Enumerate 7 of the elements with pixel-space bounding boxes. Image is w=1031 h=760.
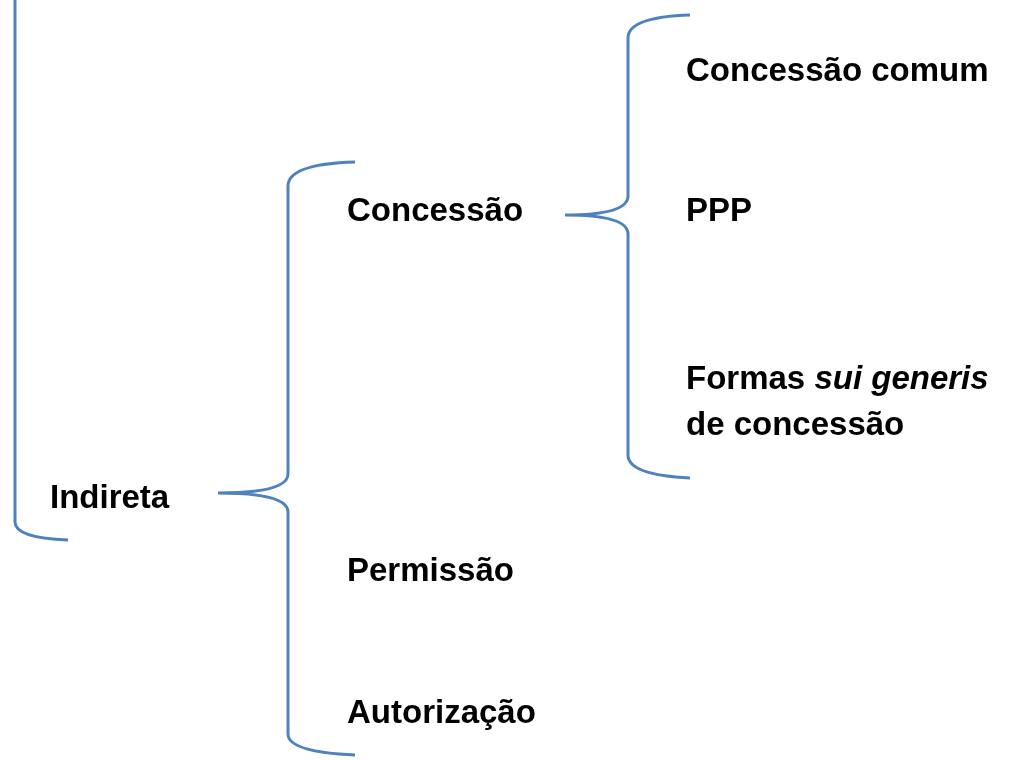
item-label: PPP: [686, 190, 753, 230]
item-label: Formas sui generis de concessão: [686, 358, 990, 444]
item-label: Concessão comum: [686, 50, 989, 90]
item-label: Autorização: [347, 692, 536, 732]
item-label: Permissão: [347, 550, 514, 590]
item-label: Concessão: [347, 190, 524, 230]
item-label: Indireta: [50, 477, 170, 517]
